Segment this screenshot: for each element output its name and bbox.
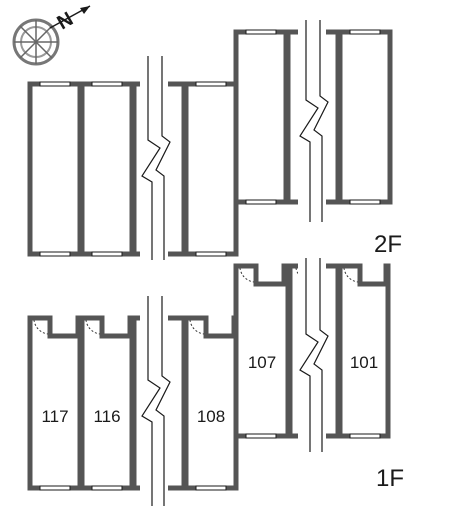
unit-2f-b [79, 81, 135, 257]
unit-101 [337, 263, 391, 439]
north-letter: N [54, 8, 78, 34]
break-gap-2f-left [140, 56, 168, 266]
unit-107 [233, 263, 291, 439]
break-mark-1f-left [141, 296, 171, 506]
windows-2f-right [245, 29, 381, 205]
floor-label-2f: 2F [374, 231, 402, 258]
unit-108 [183, 315, 239, 491]
floor-1f: 117 116 108 107 101 1F [27, 258, 404, 508]
unit-label-101: 101 [350, 353, 378, 372]
unit-117 [27, 315, 83, 491]
floor-2f: 2F [27, 20, 402, 266]
windows-2f-left [39, 81, 227, 257]
break-gap-1f-right [298, 258, 326, 454]
break-mark-2f-left [141, 56, 171, 260]
unit-116 [79, 315, 135, 491]
break-gap-2f-right [298, 20, 326, 224]
compass-rose-icon: N [12, 5, 91, 66]
floor-label-1f: 1F [376, 465, 404, 492]
windows-1f [39, 433, 381, 491]
unit-2f-e [233, 29, 289, 205]
unit-label-107: 107 [248, 353, 276, 372]
unit-2f-a [27, 81, 83, 257]
break-mark-2f-right [299, 20, 329, 222]
unit-label-117: 117 [41, 407, 68, 426]
unit-label-108: 108 [197, 407, 225, 426]
unit-2f-d [183, 81, 239, 257]
break-mark-1f-right [299, 258, 329, 452]
unit-2f-g [337, 29, 393, 205]
unit-label-116: 116 [93, 407, 120, 426]
break-gap-1f-left [140, 296, 168, 508]
